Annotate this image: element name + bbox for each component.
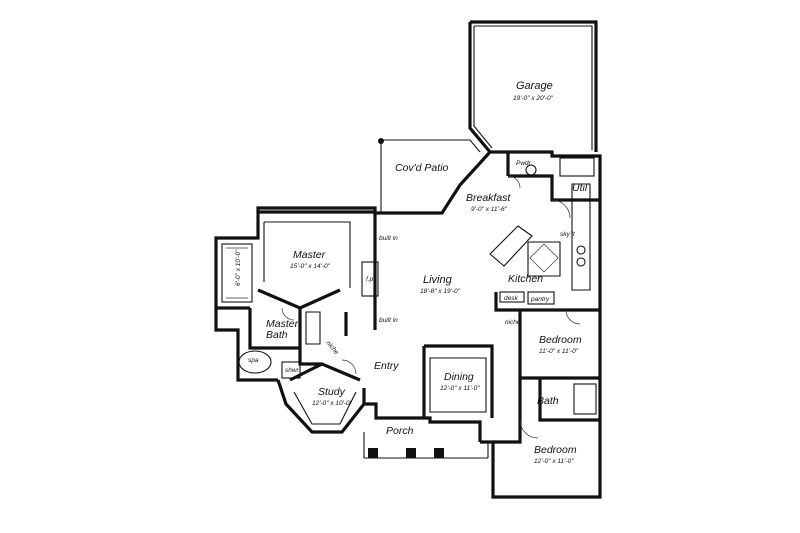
breakfast-dim: 9'-0" x 11'-6" xyxy=(471,206,508,213)
covered-patio-outline xyxy=(378,138,481,213)
pwdr-label: Pwdr xyxy=(516,160,532,167)
living-dim: 18'-8" x 19'-0" xyxy=(420,288,461,295)
master-dim: 15'-0" x 14'-0" xyxy=(290,263,331,270)
built-in-bottom-label: built in xyxy=(379,317,398,324)
kitchen-label: Kitchen xyxy=(508,273,543,285)
porch-column xyxy=(368,448,378,458)
master-bath-label: Master xyxy=(266,318,299,330)
patio-post xyxy=(378,138,384,144)
bedroom-1-dim: 11'-0" x 11'-0" xyxy=(539,348,579,355)
study-label: Study xyxy=(318,386,346,398)
fireplace-label: f.p. xyxy=(366,276,375,283)
shower-label: shwr xyxy=(285,367,300,374)
util-label: Util xyxy=(572,182,588,194)
bedroom-1-label: Bedroom xyxy=(539,334,582,346)
niche-bath-label: niche xyxy=(324,340,340,357)
garage-label: Garage xyxy=(516,80,553,92)
built-in-top-label: built in xyxy=(379,235,398,242)
patio-label: Cov'd Patio xyxy=(395,162,449,174)
entry-label: Entry xyxy=(374,360,399,372)
study-dim: 12'-0" x 10'-0" xyxy=(312,400,353,407)
dining-label: Dining xyxy=(444,371,474,383)
spa-label: spa xyxy=(248,357,259,364)
sky-light-label: sky lt xyxy=(560,231,576,238)
garage-walls xyxy=(468,20,598,154)
pantry-label: pantry xyxy=(530,296,550,303)
room-labels: Garage 19'-0" x 20'-0" Cov'd Patio Pwdr … xyxy=(235,80,588,465)
interior-walls xyxy=(221,152,600,444)
exterior-walls xyxy=(214,150,602,499)
master-bath-label-2: Bath xyxy=(266,329,288,341)
dining-dim: 12'-0" x 11'-0" xyxy=(440,385,480,392)
master-label: Master xyxy=(293,249,326,261)
breakfast-label: Breakfast xyxy=(466,192,511,204)
bath-label: Bath xyxy=(537,395,559,407)
bedroom-2-label: Bedroom xyxy=(534,444,577,456)
porch-column xyxy=(406,448,416,458)
closet-dim: 6'-0" x 10'-0" xyxy=(235,249,242,286)
door-swings xyxy=(281,175,581,439)
porch-column xyxy=(434,448,444,458)
garage-dim: 19'-0" x 20'-0" xyxy=(513,95,554,102)
desk-label: desk xyxy=(504,295,518,302)
living-label: Living xyxy=(423,274,453,286)
porch-label: Porch xyxy=(386,425,414,437)
niche-label: niche xyxy=(505,319,521,326)
bedroom-2-dim: 12'-0" x 11'-0" xyxy=(534,458,574,465)
